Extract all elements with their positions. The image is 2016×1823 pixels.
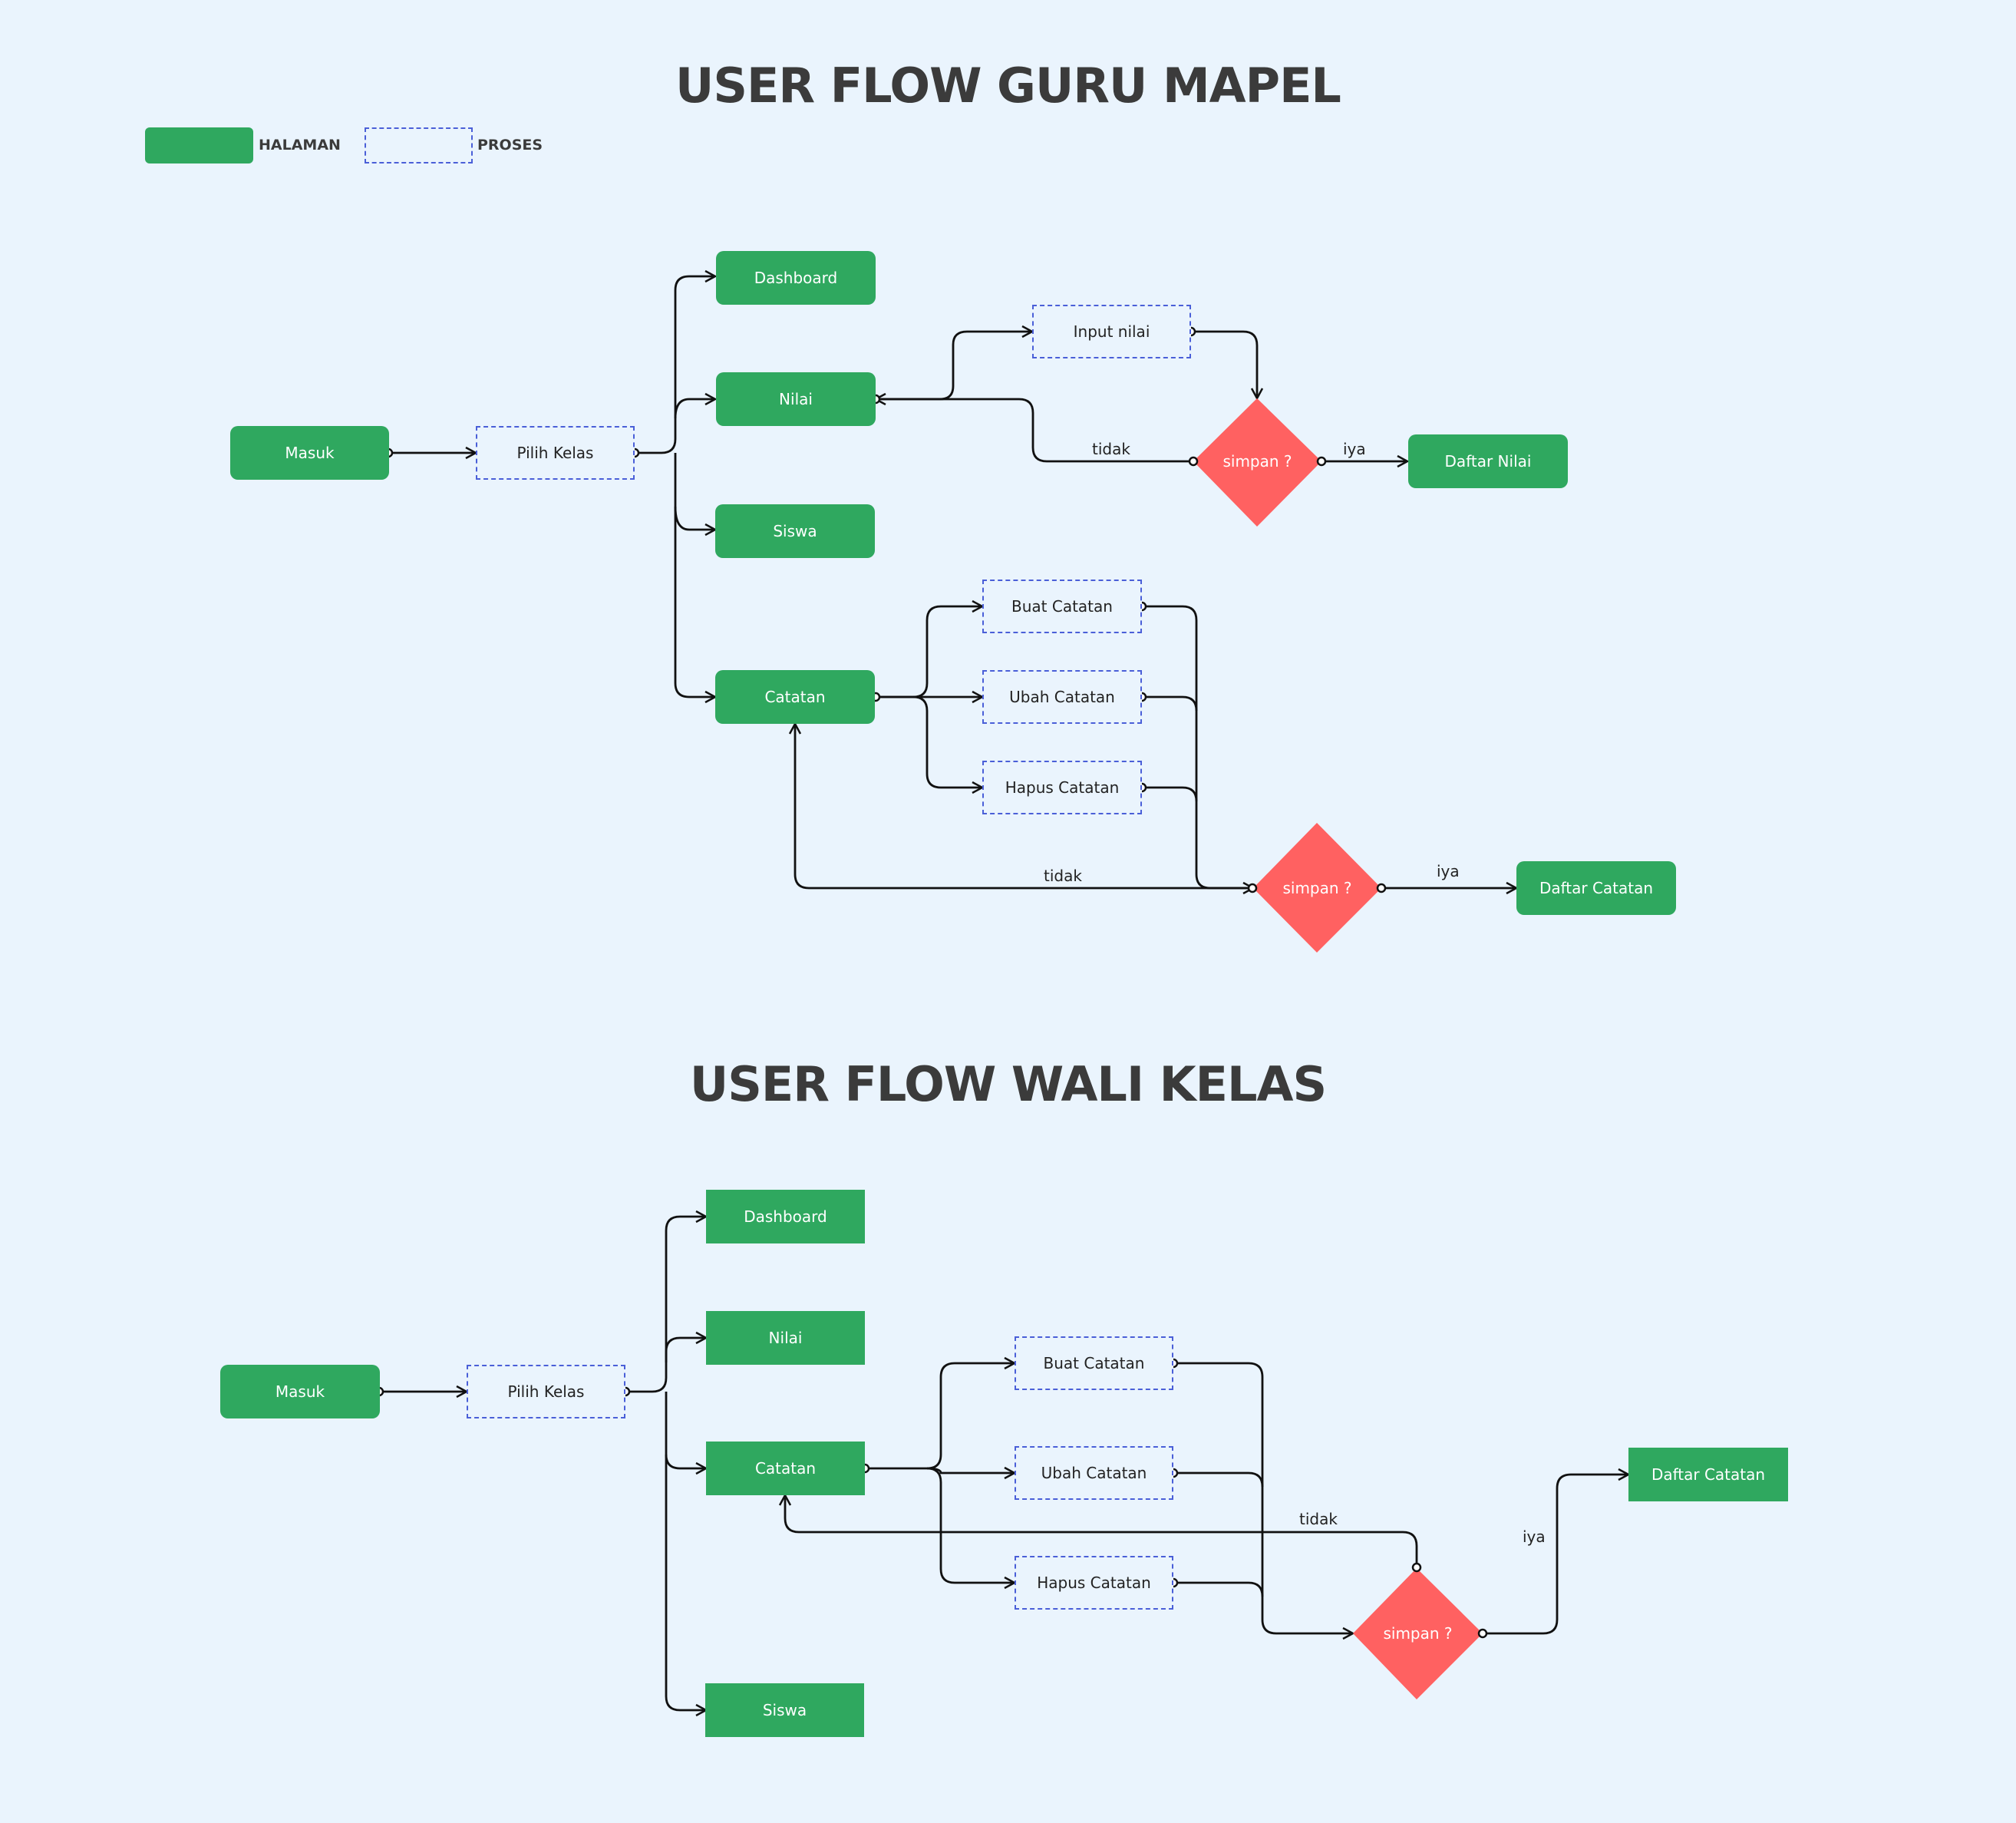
node2-buat-catatan[interactable]: Buat Catatan — [1015, 1336, 1173, 1390]
title-wali-kelas: USER FLOW WALI KELAS — [689, 1056, 1327, 1112]
node2-ubah-catatan[interactable]: Ubah Catatan — [1015, 1446, 1173, 1500]
edge-catatan-hapus — [912, 695, 985, 794]
node2-catatan[interactable]: Catatan — [706, 1442, 865, 1495]
edge2-pilih-nilai — [665, 1331, 708, 1362]
node-pilih-kelas[interactable]: Pilih Kelas — [476, 426, 635, 480]
edge-label-tidak-nilai: tidak — [1092, 440, 1130, 458]
edge2-pilih-dashboard — [625, 1210, 708, 1393]
edge2-ubah-simpan — [1173, 1471, 1264, 1488]
edge-label-iya-catatan: iya — [1437, 862, 1460, 880]
legend-page-label: HALAMAN — [259, 137, 341, 154]
edge-buat-simpan — [1142, 605, 1255, 895]
edge-simpan-catatan-tidak — [788, 722, 1252, 890]
decision-simpan-nilai — [1193, 398, 1321, 527]
node2-pilih-kelas[interactable]: Pilih Kelas — [467, 1365, 625, 1418]
decision-simpan-nilai-label: simpan ? — [1222, 452, 1292, 471]
edge-nilai-input — [876, 325, 1034, 401]
node-daftar-catatan[interactable]: Daftar Catatan — [1516, 861, 1676, 915]
node2-daftar-catatan[interactable]: Daftar Catatan — [1628, 1448, 1788, 1501]
node-dashboard[interactable]: Dashboard — [716, 251, 876, 305]
edge-pilih-nilai — [674, 392, 718, 419]
edge2-catatan-buat — [865, 1356, 1017, 1470]
edge-label-tidak-catatan: tidak — [1044, 867, 1082, 885]
node2-dashboard[interactable]: Dashboard — [706, 1190, 865, 1243]
edge2-catatan-ubah — [926, 1466, 1017, 1480]
node-buat-catatan[interactable]: Buat Catatan — [982, 580, 1142, 633]
node-catatan[interactable]: Catatan — [715, 670, 875, 724]
node-daftar-nilai[interactable]: Daftar Nilai — [1408, 434, 1568, 488]
node-nilai[interactable]: Nilai — [716, 372, 876, 426]
decision2-simpan-catatan — [1353, 1568, 1483, 1699]
node-input-nilai[interactable]: Input nilai — [1032, 305, 1191, 358]
edge2-pilih-siswa — [665, 1455, 708, 1717]
edge-pilih-catatan — [674, 453, 718, 704]
edge2-label-tidak: tidak — [1299, 1510, 1338, 1528]
node-masuk[interactable]: Masuk — [230, 426, 389, 480]
edge2-pilih-catatan — [665, 1392, 708, 1475]
legend-process-swatch — [365, 127, 473, 163]
legend-process-label: PROSES — [477, 137, 543, 154]
node2-hapus-catatan[interactable]: Hapus Catatan — [1015, 1556, 1173, 1610]
edge-hapus-simpan — [1142, 786, 1198, 802]
edge2-catatan-hapus — [926, 1467, 1017, 1590]
decision2-simpan-catatan-label: simpan ? — [1383, 1624, 1453, 1643]
edge2-simpan-daftar — [1483, 1468, 1631, 1635]
edge2-hapus-simpan — [1173, 1581, 1264, 1597]
decision-simpan-catatan-label: simpan ? — [1282, 879, 1352, 897]
decision-simpan-catatan — [1253, 823, 1381, 953]
edge-input-simpan — [1191, 330, 1264, 401]
edge-ubah-simpan — [1142, 695, 1198, 712]
node-hapus-catatan[interactable]: Hapus Catatan — [982, 761, 1142, 814]
node2-siswa[interactable]: Siswa — [705, 1683, 864, 1737]
edge-label-iya-nilai: iya — [1343, 440, 1366, 458]
edge-catatan-buat — [876, 599, 985, 698]
edge2-buat-simpan — [1173, 1362, 1355, 1640]
node-siswa[interactable]: Siswa — [715, 504, 875, 558]
legend-page-swatch — [145, 127, 253, 163]
edge2-label-iya: iya — [1523, 1527, 1546, 1546]
title-guru-mapel: USER FLOW GURU MAPEL — [675, 58, 1341, 114]
node2-nilai[interactable]: Nilai — [706, 1311, 865, 1365]
edge-simpan-nilai-tidak — [873, 392, 1193, 463]
node2-masuk[interactable]: Masuk — [220, 1365, 380, 1418]
edge-pilih-siswa — [674, 506, 718, 537]
node-ubah-catatan[interactable]: Ubah Catatan — [982, 670, 1142, 724]
edge2-simpan-catatan-tidak — [778, 1493, 1418, 1567]
edge-pilih-dashboard — [635, 269, 718, 454]
